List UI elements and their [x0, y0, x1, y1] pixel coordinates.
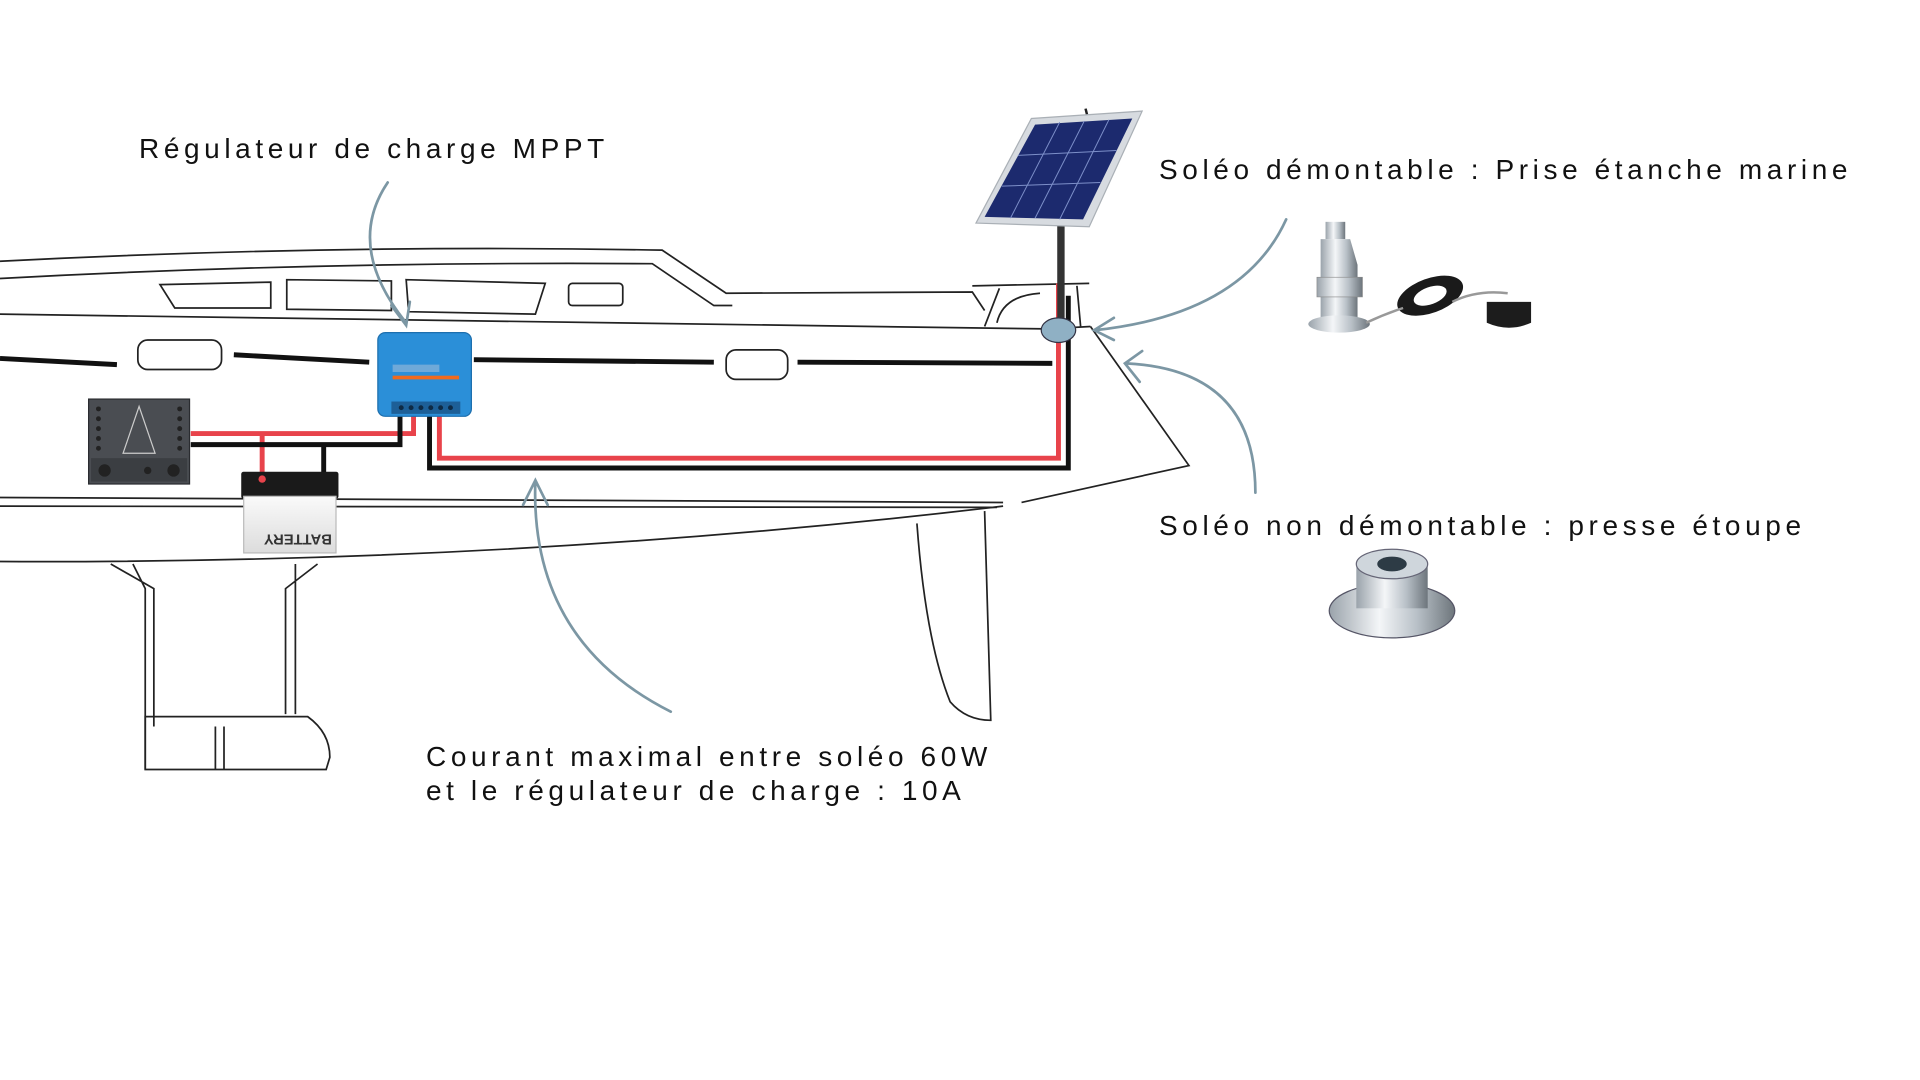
max-current-line-2: et le régulateur de charge : 10A — [426, 775, 966, 806]
wiring — [190, 283, 1071, 483]
cable-gland-label: Soléo non démontable : presse étoupe — [1159, 510, 1806, 541]
arrow-to-gland — [1122, 349, 1257, 494]
mppt-charge-controller — [377, 332, 472, 417]
arrow-to-wires — [521, 477, 673, 714]
rub-rail — [0, 352, 1053, 368]
battery: BATTERY — [241, 471, 339, 554]
arrow-to-plug — [1091, 218, 1288, 342]
max-current-line-1: Courant maximal entre soléo 60W — [426, 741, 992, 772]
boat-hull — [0, 247, 1191, 771]
negative-wire-battery — [190, 416, 403, 478]
positive-wire-panel — [436, 283, 1061, 461]
marine-plug-photo — [1308, 221, 1532, 333]
switch-panel — [88, 398, 191, 485]
controller-label: Régulateur de charge MPPT — [139, 133, 609, 164]
removable-connector-label: Soléo démontable : Prise étanche marine — [1159, 154, 1853, 185]
arrow-to-controller — [368, 181, 412, 329]
solar-panel — [974, 108, 1144, 344]
annotation-arrows — [368, 181, 1288, 714]
negative-wire-panel — [427, 295, 1071, 471]
max-current-note: Courant maximal entre soléo 60W et le ré… — [426, 740, 992, 808]
cable-gland-photo — [1328, 548, 1456, 639]
battery-label: BATTERY — [264, 530, 332, 546]
